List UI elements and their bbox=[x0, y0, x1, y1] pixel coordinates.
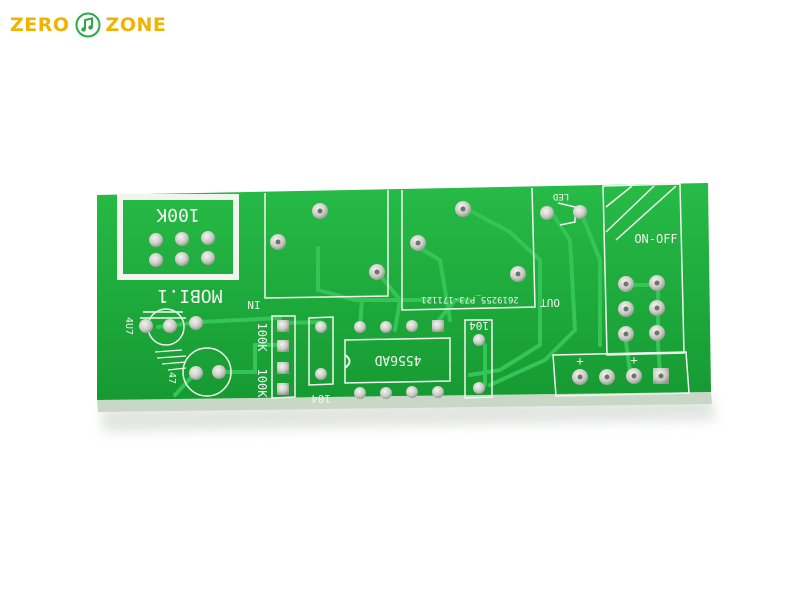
cap-104-bottom-label: 104 bbox=[311, 392, 331, 405]
output-label: OUT bbox=[540, 296, 560, 309]
model-label: MOBI.1 bbox=[157, 285, 222, 306]
opamp-label: 4556AD bbox=[374, 352, 421, 367]
resistor-b-label: 100K bbox=[255, 369, 269, 399]
pot-box bbox=[117, 194, 239, 280]
pad-holes bbox=[275, 206, 664, 380]
silkscreen-text: 100K MOBI.1 IN OUT 2619255_P73-171121 LE… bbox=[123, 191, 678, 405]
brand-logo: ZERO ZONE bbox=[10, 12, 166, 38]
pot-value-label: 100K bbox=[156, 204, 200, 225]
plus-label-1: + bbox=[576, 354, 583, 368]
switch-label: ON-OFF bbox=[634, 232, 677, 246]
cap-left-lower-label: 47 bbox=[166, 372, 177, 384]
input-label: IN bbox=[247, 298, 260, 311]
led-label: LED bbox=[553, 191, 569, 201]
board-edge bbox=[97, 392, 712, 412]
logo-text-left: ZERO bbox=[10, 14, 70, 36]
plus-label-2: + bbox=[630, 353, 637, 367]
music-note-icon bbox=[75, 12, 101, 38]
logo-text-right: ZONE bbox=[105, 14, 167, 36]
cap-left-upper-label: 4U7 bbox=[123, 317, 134, 335]
resistor-a-label: 100K bbox=[255, 323, 269, 353]
silkscreen-outlines bbox=[117, 183, 690, 399]
part-code-label: 2619255_P73-171121 bbox=[421, 294, 519, 304]
cap-104-right-label: 104 bbox=[469, 319, 489, 332]
